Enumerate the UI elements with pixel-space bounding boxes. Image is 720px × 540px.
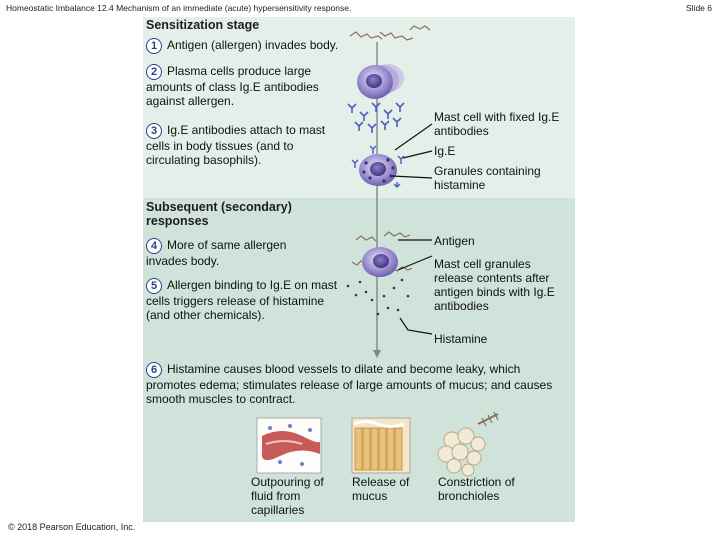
allergen-particles-top bbox=[349, 25, 431, 41]
step-number: 4 bbox=[146, 238, 162, 254]
mast-cell-sensitized bbox=[351, 145, 405, 188]
step-number: 5 bbox=[146, 278, 162, 294]
plasma-cells bbox=[357, 64, 404, 99]
effect-mucus: Release of mucus bbox=[352, 475, 410, 503]
step-text: More of same allergen invades body. bbox=[146, 238, 287, 268]
leader-lines-bottom bbox=[397, 239, 433, 335]
label-antigen: Antigen bbox=[434, 234, 475, 248]
mucus-illustration bbox=[351, 417, 411, 474]
copyright: © 2018 Pearson Education, Inc. bbox=[8, 522, 136, 532]
step-text: Ig.E antibodies attach to mast cells in … bbox=[146, 123, 326, 167]
effect-bronchioles: Constriction of bronchioles bbox=[438, 475, 515, 503]
sensitization-title: Sensitization stage bbox=[146, 18, 260, 32]
step-text: Histamine causes blood vessels to dilate… bbox=[146, 362, 553, 406]
sensitization-panel bbox=[143, 17, 575, 198]
bronchioles-illustration bbox=[437, 411, 499, 477]
step-number: 1 bbox=[146, 38, 162, 54]
mast-cell-activated bbox=[346, 247, 410, 316]
step-text: Allergen binding to Ig.E on mast cells t… bbox=[146, 278, 338, 322]
slide-number: Slide 6 bbox=[686, 3, 712, 13]
step-text: Plasma cells produce large amounts of cl… bbox=[146, 64, 319, 108]
step-text: Antigen (allergen) invades body. bbox=[167, 38, 339, 52]
subsequent-title: Subsequent (secondary) responses bbox=[146, 200, 292, 228]
step-number: 6 bbox=[146, 362, 162, 378]
label-ige: Ig.E bbox=[434, 144, 456, 158]
slide-header-title: Homeostatic Imbalance 12.4 Mechanism of … bbox=[6, 3, 352, 13]
label-histamine: Histamine bbox=[434, 332, 488, 346]
label-granule-release: Mast cell granules release contents afte… bbox=[434, 257, 555, 313]
ige-antibodies bbox=[347, 102, 405, 133]
leader-lines-top bbox=[391, 123, 433, 179]
effect-fluid: Outpouring of fluid from capillaries bbox=[251, 475, 324, 517]
capillaries-illustration bbox=[256, 417, 322, 474]
label-mast-cell: Mast cell with fixed Ig.E antibodies bbox=[434, 110, 560, 138]
step-number: 2 bbox=[146, 64, 162, 80]
label-granules: Granules containing histamine bbox=[434, 164, 541, 192]
step-number: 3 bbox=[146, 123, 162, 139]
step-1: 1 Antigen (allergen) invades body. bbox=[146, 38, 376, 54]
